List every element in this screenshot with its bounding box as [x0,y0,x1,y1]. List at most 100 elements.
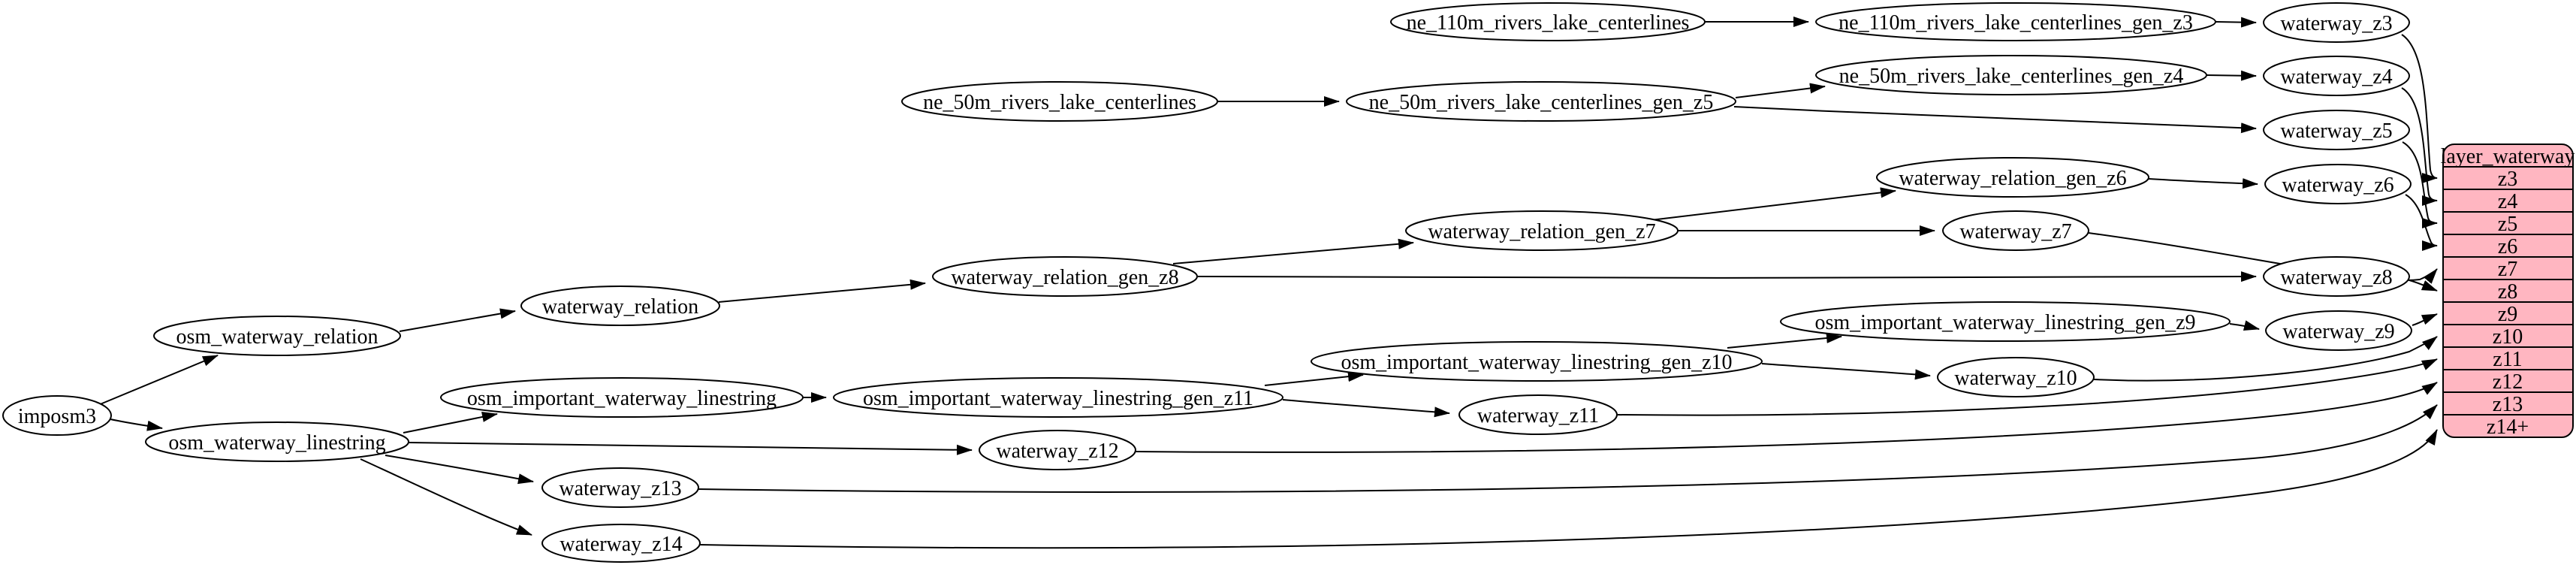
waterway_z5-ellipse [2263,110,2410,150]
edge-waterway_z4-row_z4 [2401,87,2438,206]
ne_110m_rivers_lake_centerlines_gen_z3-ellipse [1815,2,2216,41]
table-row-z9: z9 [2498,303,2517,326]
node-waterway_z6: waterway_z6 [2264,164,2412,204]
edge-osm_waterway_linestring-waterway_z13 [385,455,534,485]
edge-waterway_z14-row_z14 [699,429,2438,549]
edge-waterway_relation_gen_z6-waterway_z6 [2148,178,2258,189]
node-ne_50m_rivers_lake_centerlines_gen_z4: ne_50m_rivers_lake_centerlines_gen_z4 [1815,55,2207,95]
edge-ne_50m_gen_z4-waterway_z4 [2206,70,2257,81]
osm_important_waterway_linestring_gen_z11-label: osm_important_waterway_linestring_gen_z1… [863,387,1253,410]
edge-gen_z11-waterway_z11 [1282,399,1450,418]
waterway_z8-ellipse [2263,256,2410,297]
table-row-z11: z11 [2493,348,2522,371]
node-waterway_z7: waterway_z7 [1942,210,2089,251]
edge-gen_z11-gen_z10 [1264,371,1364,386]
waterway_z3-ellipse [2263,2,2410,43]
edge-waterway_relation_gen_z7-waterway_relation_gen_z6 [1650,187,1896,221]
node-osm_important_waterway_linestring_gen_z10: osm_important_waterway_linestring_gen_z1… [1311,341,1763,382]
waterway_z4-ellipse [2263,56,2410,96]
node-waterway_z3: waterway_z3 [2263,2,2410,43]
waterway_relation-label: waterway_relation [542,295,698,319]
ne_110m_rivers_lake_centerlines-ellipse [1390,2,1706,41]
osm_waterway_linestring-label: osm_waterway_linestring [168,431,385,455]
edge-gen_z10-waterway_z10 [1761,363,1931,380]
nodes: imposm3 osm_waterway_relation osm_waterw… [2,2,2412,563]
waterway_z13-ellipse [541,467,699,508]
node-ne_50m_rivers_lake_centerlines: ne_50m_rivers_lake_centerlines [901,81,1218,122]
waterway_z7-label: waterway_z7 [1959,220,2071,243]
osm_waterway_relation-label: osm_waterway_relation [176,325,378,349]
edge-osm_waterway_linestring-waterway_z12 [408,442,973,455]
edge-waterway_z13-row_z13 [698,404,2438,493]
edge-waterway_z9-row_z9 [2412,313,2438,326]
node-ne_50m_rivers_lake_centerlines_gen_z5: ne_50m_rivers_lake_centerlines_gen_z5 [1346,81,1736,122]
edge-waterway_z11-row_z11 [1617,358,2438,416]
waterway_relation_gen_z6-label: waterway_relation_gen_z6 [1899,167,2126,190]
table-layer-waterway: layer_waterway z3 z4 z5 z6 z7 z8 z9 z10 … [2441,144,2575,439]
ne_110m_rivers_lake_centerlines_gen_z3-label: ne_110m_rivers_lake_centerlines_gen_z3 [1838,11,2193,35]
edge-osm_waterway_linestring-osm_important_waterway_linestring [403,412,498,434]
osm_important_waterway_linestring_gen_z11-ellipse [833,377,1283,418]
osm_important_waterway_linestring-ellipse [440,377,804,418]
table-row-z3: z3 [2498,168,2517,191]
node-waterway_z11: waterway_z11 [1458,394,1618,435]
waterway_z11-ellipse [1458,394,1618,435]
node-waterway_relation_gen_z6: waterway_relation_gen_z6 [1876,157,2149,198]
node-osm_waterway_relation: osm_waterway_relation [153,316,401,356]
edge-waterway_z12-row_z12 [1135,382,2438,453]
osm_important_waterway_linestring-label: osm_important_waterway_linestring [467,387,777,410]
edge-waterway_z6-row_z6 [2405,194,2438,251]
waterway_z13-label: waterway_z13 [559,477,681,500]
node-ne_110m_rivers_lake_centerlines: ne_110m_rivers_lake_centerlines [1390,2,1706,41]
waterway_z14-label: waterway_z14 [560,533,682,556]
edge-waterway_z3-row_z3 [2401,34,2438,183]
edge-waterway_relation_gen_z8-waterway_relation_gen_z7 [1172,238,1414,264]
node-osm_important_waterway_linestring_gen_z9: osm_important_waterway_linestring_gen_z9 [1780,301,2231,342]
waterway_relation-ellipse [520,286,720,326]
edge-waterway_z10-row_z10 [2093,336,2438,382]
layer-table-title: layer_waterway [2441,145,2575,168]
edge-waterway_relation_gen_z8-waterway_z8 [1196,271,2257,282]
edge-imposm3-osm_waterway_linestring [110,418,163,431]
edge-gen_z9-waterway_z9 [2229,320,2260,331]
node-waterway_relation_gen_z8: waterway_relation_gen_z8 [932,256,1198,297]
node-waterway_relation_gen_z7: waterway_relation_gen_z7 [1405,210,1679,251]
node-waterway_z14: waterway_z14 [541,524,701,563]
edge-imposm3-osm_waterway_relation [98,355,219,406]
waterway_z11-label: waterway_z11 [1477,404,1599,428]
osm_important_waterway_linestring_gen_z9-label: osm_important_waterway_linestring_gen_z9 [1815,311,2196,334]
waterway_z3-label: waterway_z3 [2280,12,2392,35]
osm_waterway_linestring-ellipse [145,421,409,462]
node-waterway_z9: waterway_z9 [2265,310,2412,351]
node-waterway_z4: waterway_z4 [2263,56,2410,96]
ne_50m_rivers_lake_centerlines-label: ne_50m_rivers_lake_centerlines [923,91,1196,114]
node-waterway_z10: waterway_z10 [1937,357,2095,397]
node-waterway_z13: waterway_z13 [541,467,699,508]
table-row-z14: z14+ [2487,415,2529,439]
node-osm_important_waterway_linestring_gen_z11: osm_important_waterway_linestring_gen_z1… [833,377,1283,418]
edge-osm_waterway_relation-waterway_relation [399,308,516,332]
waterway_z4-label: waterway_z4 [2280,65,2392,89]
edge-gen_z10-gen_z9 [1727,332,1842,349]
waterway_z9-ellipse [2265,310,2412,351]
table-row-z13: z13 [2493,393,2523,416]
ne_50m_rivers_lake_centerlines_gen_z4-label: ne_50m_rivers_lake_centerlines_gen_z4 [1839,65,2184,88]
table-row-z10: z10 [2493,325,2523,349]
node-osm_waterway_linestring: osm_waterway_linestring [145,421,409,462]
waterway_relation_gen_z8-label: waterway_relation_gen_z8 [951,266,1178,289]
waterway_z10-ellipse [1937,357,2095,397]
edge-waterway_relation-waterway_relation_gen_z8 [718,279,926,303]
node-waterway_z5: waterway_z5 [2263,110,2410,150]
table-row-z8: z8 [2498,280,2517,304]
imposm3-ellipse [2,395,112,436]
edge-waterway_z8-row_z8 [2409,279,2438,292]
waterway_z6-label: waterway_z6 [2282,174,2394,197]
ne_110m_rivers_lake_centerlines-label: ne_110m_rivers_lake_centerlines [1407,11,1690,35]
edges [98,17,2438,549]
waterway_z7-ellipse [1942,210,2089,251]
osm_waterway_relation-ellipse [153,316,401,356]
ne_50m_rivers_lake_centerlines_gen_z5-label: ne_50m_rivers_lake_centerlines_gen_z5 [1369,91,1714,114]
ne_50m_rivers_lake_centerlines-ellipse [901,81,1218,122]
